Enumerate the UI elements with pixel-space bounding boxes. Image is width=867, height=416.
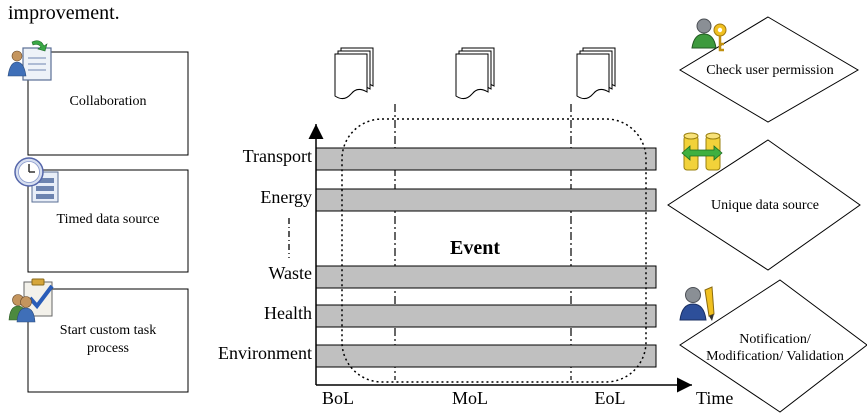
notification-label-line1: Notification/ bbox=[739, 332, 811, 347]
check-permission-diamond bbox=[679, 16, 859, 123]
bar-waste bbox=[315, 265, 657, 289]
notification-diamond bbox=[679, 279, 867, 413]
collaboration-label: Collaboration bbox=[69, 94, 147, 109]
event-region bbox=[341, 118, 647, 383]
start-task-label-line2: process bbox=[87, 341, 129, 356]
category-transport: Transport bbox=[242, 146, 312, 166]
category-environment: Environment bbox=[218, 343, 312, 363]
bar-energy bbox=[315, 188, 657, 212]
check-permission-label: Check user permission bbox=[706, 63, 834, 78]
unique-data-source-diamond bbox=[667, 139, 861, 271]
user-key-icon bbox=[691, 18, 727, 52]
bar-environment bbox=[315, 344, 657, 368]
category-energy: Energy bbox=[260, 187, 312, 207]
phase-eol: EoL bbox=[594, 388, 626, 408]
phase-bol: BoL bbox=[321, 388, 354, 408]
collaboration-icon bbox=[7, 40, 52, 81]
category-waste: Waste bbox=[268, 263, 312, 283]
event-label: Event bbox=[450, 237, 500, 259]
clock-icon bbox=[14, 157, 59, 203]
category-health: Health bbox=[264, 303, 312, 323]
document-stack-icon-bol bbox=[334, 47, 374, 100]
document-stack-icon-eol bbox=[576, 47, 616, 100]
start-task-box bbox=[27, 288, 189, 393]
unique-data-source-label: Unique data source bbox=[710, 198, 820, 213]
header-text: improvement. bbox=[8, 2, 120, 24]
collaboration-box bbox=[27, 51, 189, 156]
document-stack-icon-mol bbox=[455, 47, 495, 100]
data-sync-icon bbox=[681, 132, 723, 171]
start-task-label-line1: Start custom task bbox=[59, 323, 157, 338]
x-axis-label: Time bbox=[696, 388, 734, 408]
phase-mol: MoL bbox=[452, 388, 488, 408]
notification-label-line2: Modification/ Validation bbox=[706, 349, 844, 364]
bar-health bbox=[315, 304, 657, 328]
timed-data-source-label: Timed data source bbox=[56, 212, 160, 227]
bar-transport bbox=[315, 147, 657, 171]
user-pencil-icon bbox=[679, 286, 715, 321]
task-check-icon bbox=[8, 278, 54, 323]
